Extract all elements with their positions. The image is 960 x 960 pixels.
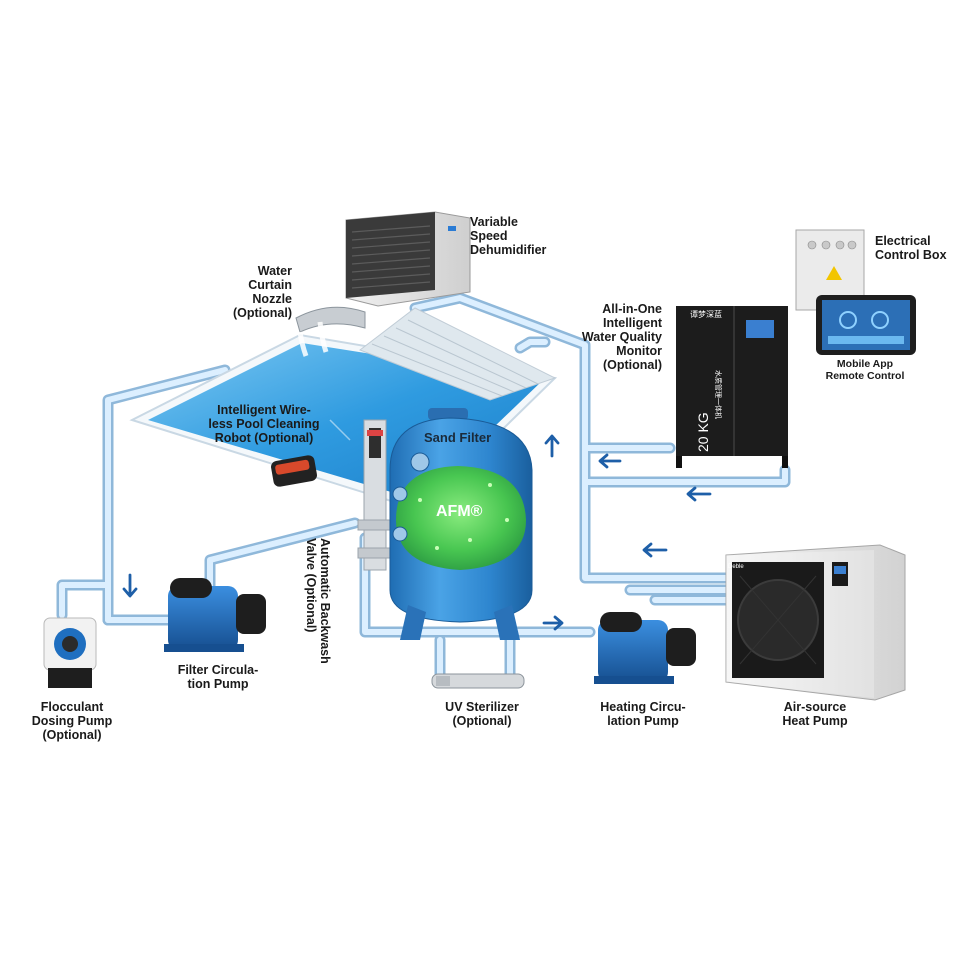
backwash-valve [357,419,393,571]
label-heat-pump: Air-source Heat Pump [782,700,848,728]
arrow-icon [542,615,564,631]
pipe-network [56,292,791,682]
label-sand-filter: Sand Filter [424,430,492,445]
arrow-icon [544,434,560,458]
label-water-monitor: All-in-One Intelligent Water Quality Mon… [581,302,662,372]
tablet-icon [816,295,916,355]
label-robot: Intelligent Wire- less Pool Cleaning Rob… [208,403,320,445]
arrow-icon [598,453,622,469]
uv-sterilizer-icon [431,673,525,689]
filter-pump-icon [164,578,266,652]
heat-pump-icon: Deble [725,544,906,701]
heating-pump-icon [594,612,696,684]
monitor-vertical-text: 水质管理一体机 [714,370,723,419]
label-backwash-valve: Automatic Backwash Valve (Optional) [304,538,332,664]
label-dehumidifier: Variable Speed Dehumidifier [470,215,547,257]
label-heating-pump: Heating Circu- lation Pump [600,700,686,728]
label-filter-pump: Filter Circula- tion Pump [177,663,259,691]
monitor-model-text: 20 KG [695,412,711,452]
label-water-curtain: Water Curtain Nozzle (Optional) [232,264,292,320]
heat-pump-brand-text: Deble [728,564,744,570]
pool-robot-icon [271,455,317,487]
water-quality-monitor: 谭梦深蓝 20 KG 水质管理一体机 [676,306,788,468]
sand-filter-tank [389,408,533,640]
flow-arrows [122,434,712,631]
arrow-icon [122,573,138,598]
water-curtain-nozzle [295,306,366,357]
flocculant-pump-icon [43,617,97,688]
label-flocculant: Flocculant Dosing Pump (Optional) [31,700,113,742]
label-afm: AFM® [436,503,483,520]
label-mobile-app: Mobile App Remote Control [825,358,905,382]
monitor-brand-text: 谭梦深蓝 [690,309,722,319]
arrow-icon [642,542,668,558]
dehumidifier-icon [345,211,471,307]
arrow-icon [686,486,712,502]
label-uv: UV Sterilizer (Optional) [445,700,519,728]
label-electrical-box: Electrical Control Box [875,234,947,262]
